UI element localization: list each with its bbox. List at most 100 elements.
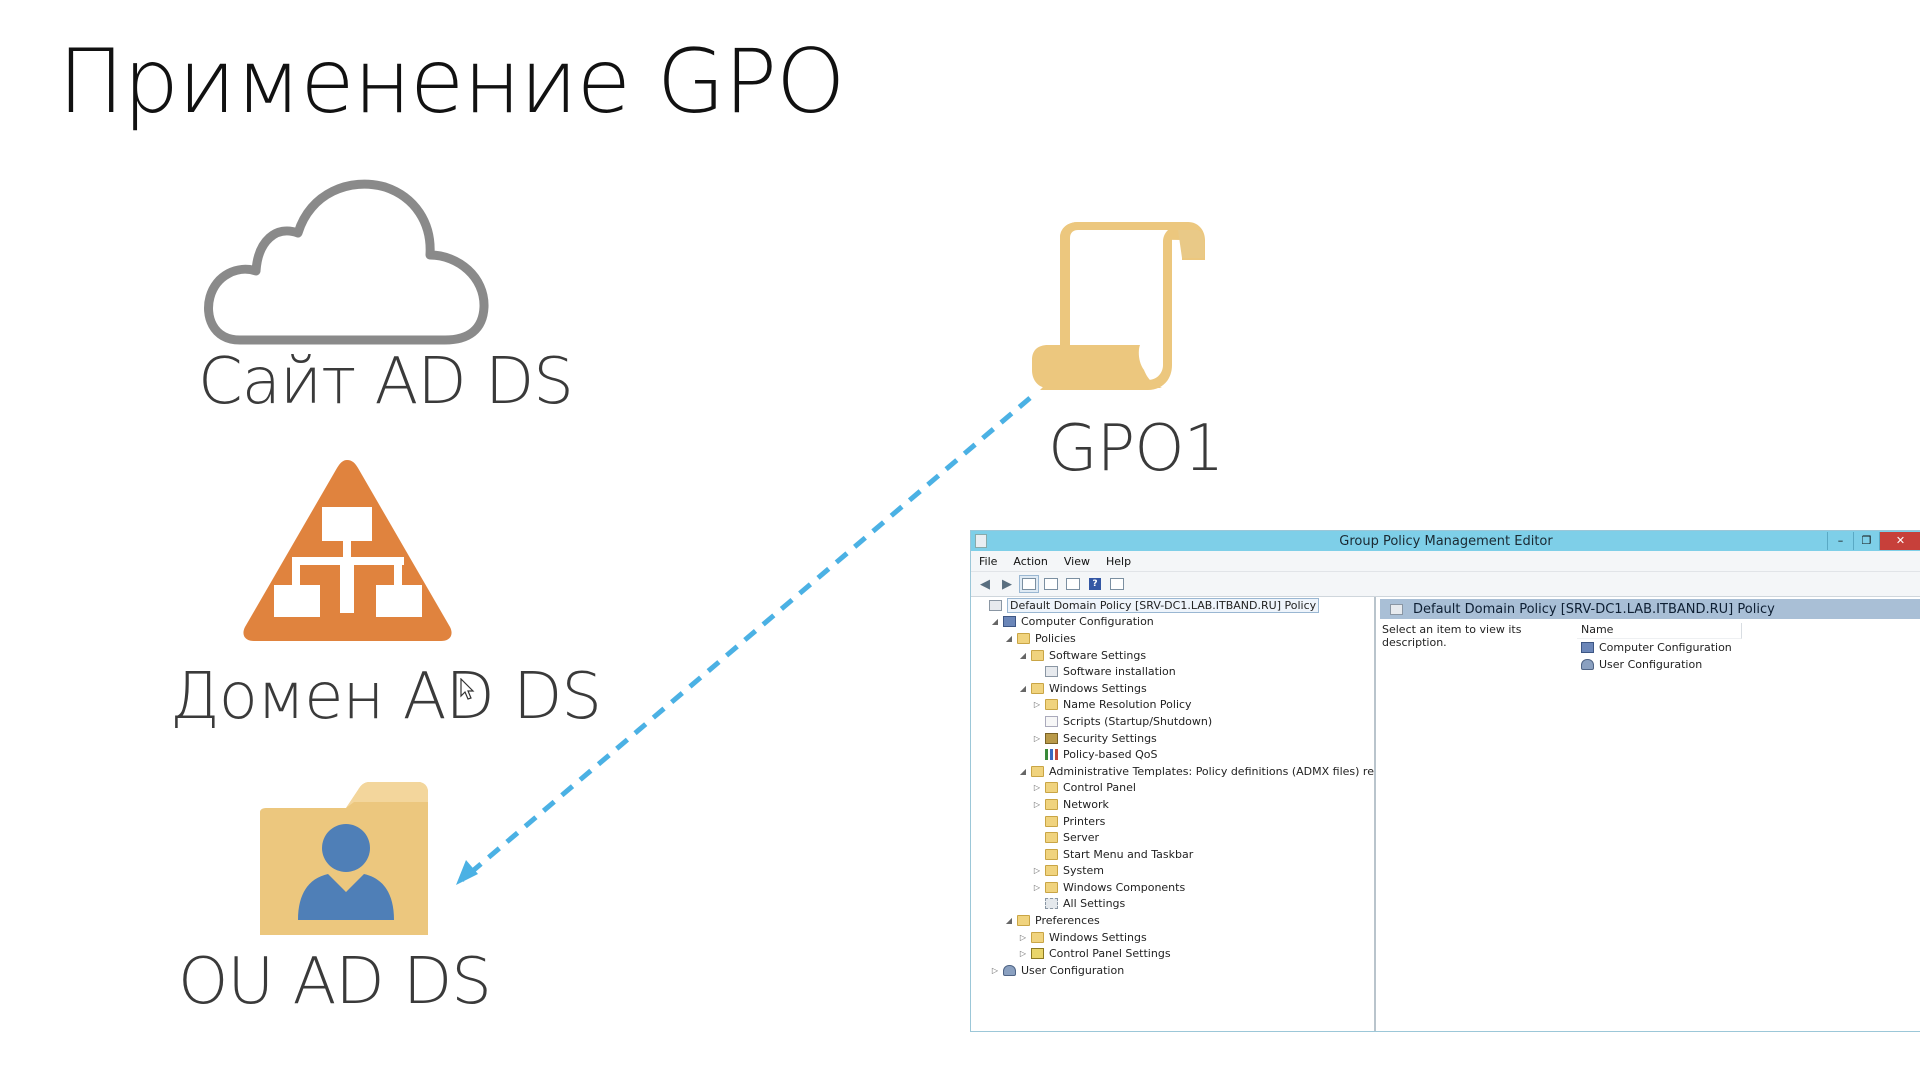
minimize-button[interactable]: – bbox=[1827, 532, 1853, 550]
restore-button[interactable]: ❐ bbox=[1853, 532, 1879, 550]
tree-node-label: Preferences bbox=[1035, 914, 1100, 928]
tree-node[interactable]: ▷ Security Settings bbox=[971, 730, 1374, 747]
tree-node[interactable]: ◢ Policies bbox=[971, 630, 1374, 647]
details-header: Default Domain Policy [SRV-DC1.LAB.ITBAN… bbox=[1380, 599, 1920, 619]
folder-icon bbox=[1045, 832, 1058, 844]
tree-node[interactable]: ◢ Windows Settings bbox=[971, 680, 1374, 697]
tree-node[interactable]: ▷ Control Panel bbox=[971, 780, 1374, 797]
tree-node[interactable]: Default Domain Policy [SRV-DC1.LAB.ITBAN… bbox=[971, 597, 1374, 614]
tree-node[interactable]: Server bbox=[971, 829, 1374, 846]
tree-node-label: Windows Settings bbox=[1049, 681, 1147, 695]
tree-expander-icon[interactable]: ◢ bbox=[1019, 683, 1027, 693]
tree-expander-icon[interactable]: ◢ bbox=[991, 617, 999, 627]
tree-node[interactable]: Scripts (Startup/Shutdown) bbox=[971, 713, 1374, 730]
gpme-window[interactable]: Group Policy Management Editor – ❐ ✕ Fil… bbox=[970, 530, 1920, 1032]
tree-node[interactable]: ▷ Name Resolution Policy bbox=[971, 697, 1374, 714]
shield-icon bbox=[1045, 732, 1058, 744]
tree-expander-icon[interactable]: ▷ bbox=[1019, 949, 1027, 959]
hierarchy-triangle-icon bbox=[243, 460, 452, 641]
properties-icon bbox=[1044, 578, 1058, 590]
tree-expander-icon[interactable]: ▷ bbox=[991, 965, 999, 975]
folder-icon bbox=[1031, 765, 1044, 777]
tree-node[interactable]: ▷Windows Components bbox=[971, 879, 1374, 896]
user-config-icon bbox=[1581, 659, 1594, 670]
tree-expander-icon[interactable]: ▷ bbox=[1033, 733, 1041, 743]
name-column-header[interactable]: Name bbox=[1577, 623, 1742, 639]
list-item-label: Computer Configuration bbox=[1599, 641, 1732, 654]
tree-expander-icon[interactable]: ◢ bbox=[1019, 650, 1027, 660]
list-item[interactable]: Computer Configuration bbox=[1577, 639, 1920, 656]
menu-file[interactable]: File bbox=[979, 554, 998, 568]
tree-node-label: Security Settings bbox=[1063, 731, 1157, 745]
tree-expander-icon[interactable]: ▷ bbox=[1019, 932, 1027, 942]
list-item[interactable]: User Configuration bbox=[1577, 656, 1920, 673]
policy-icon bbox=[989, 599, 1002, 611]
tree-node[interactable]: Printers bbox=[971, 813, 1374, 830]
tree-node-label: Scripts (Startup/Shutdown) bbox=[1063, 714, 1213, 728]
tree-node-label: Computer Configuration bbox=[1021, 615, 1154, 629]
tree-node[interactable]: ◢Software Settings bbox=[971, 647, 1374, 664]
folder-icon bbox=[1045, 865, 1058, 877]
tree-node-label: Default Domain Policy [SRV-DC1.LAB.ITBAN… bbox=[1007, 597, 1320, 613]
cpanel-icon bbox=[1031, 948, 1044, 960]
menu-help[interactable]: Help bbox=[1105, 554, 1132, 568]
tree-node[interactable]: ▷Control Panel Settings bbox=[971, 945, 1374, 962]
tree-expander-icon[interactable]: ▷ bbox=[1033, 783, 1041, 793]
help-button[interactable]: ? bbox=[1085, 575, 1105, 593]
gpo-label: GPO1 bbox=[1048, 412, 1224, 486]
description-text: Select an item to view its description. bbox=[1382, 623, 1522, 649]
tree-node[interactable]: Start Menu and Taskbar bbox=[971, 846, 1374, 863]
folder-icon bbox=[1017, 632, 1030, 644]
tree-node-label: Software installation bbox=[1063, 665, 1176, 679]
forward-button[interactable]: ▶ bbox=[997, 575, 1017, 593]
back-arrow-icon: ◀ bbox=[980, 576, 990, 592]
tree-expander-icon[interactable]: ▷ bbox=[1033, 799, 1041, 809]
tree-expander-icon[interactable]: ◢ bbox=[1005, 633, 1013, 643]
tree-node-label: Control Panel bbox=[1063, 781, 1136, 795]
export-list-button[interactable] bbox=[1063, 575, 1083, 593]
tree-node[interactable]: Policy-based QoS bbox=[971, 746, 1374, 763]
menu-view[interactable]: View bbox=[1063, 554, 1090, 568]
tree-expander-icon[interactable]: ▷ bbox=[1033, 866, 1041, 876]
tree-node[interactable]: ◢ Computer Configuration bbox=[971, 614, 1374, 631]
folder-icon bbox=[1045, 699, 1058, 711]
tree-node-label: Windows Settings bbox=[1049, 930, 1147, 944]
chart-icon bbox=[1045, 749, 1058, 761]
close-button[interactable]: ✕ bbox=[1879, 532, 1920, 550]
tree-node[interactable]: ▷Network bbox=[971, 796, 1374, 813]
menu-action[interactable]: Action bbox=[1013, 554, 1048, 568]
export-icon bbox=[1066, 578, 1080, 590]
tree-expander-icon[interactable]: ▷ bbox=[1033, 700, 1041, 710]
user-icon bbox=[1003, 964, 1016, 976]
console-tree[interactable]: Default Domain Policy [SRV-DC1.LAB.ITBAN… bbox=[971, 597, 1376, 1031]
site-label: Сайт AD DS bbox=[198, 345, 574, 419]
mouse-cursor-icon bbox=[460, 678, 475, 700]
tree-node[interactable]: ▷ User Configuration bbox=[971, 962, 1374, 979]
back-button[interactable]: ◀ bbox=[975, 575, 995, 593]
tree-node-label: User Configuration bbox=[1021, 963, 1125, 977]
policy-icon bbox=[1390, 603, 1403, 615]
properties-button[interactable] bbox=[1041, 575, 1061, 593]
tree-expander-icon[interactable]: ▷ bbox=[1033, 882, 1041, 892]
tree-node-label: Policies bbox=[1035, 631, 1076, 645]
window-titlebar[interactable]: Group Policy Management Editor – ❐ ✕ bbox=[971, 531, 1920, 551]
toolbar: ◀ ▶ ? bbox=[971, 572, 1920, 597]
forward-arrow-icon: ▶ bbox=[1002, 576, 1012, 592]
list-item-label: User Configuration bbox=[1599, 658, 1703, 671]
tree-node[interactable]: Software installation bbox=[971, 663, 1374, 680]
tree-expander-icon[interactable]: ◢ bbox=[1019, 766, 1027, 776]
show-action-pane-button[interactable] bbox=[1107, 575, 1127, 593]
tree-node[interactable]: All Settings bbox=[971, 896, 1374, 913]
tree-node[interactable]: ◢Administrative Templates: Policy defini… bbox=[971, 763, 1374, 780]
tree-node[interactable]: ▷System bbox=[971, 863, 1374, 880]
tree-expander-icon[interactable]: ◢ bbox=[1005, 916, 1013, 926]
tree-node-label: Policy-based QoS bbox=[1063, 748, 1158, 762]
slide-title: Применение GPO bbox=[58, 30, 845, 133]
folder-icon bbox=[1031, 682, 1044, 694]
tree-node[interactable]: ◢ Preferences bbox=[971, 912, 1374, 929]
allset-icon bbox=[1045, 898, 1058, 910]
show-hide-tree-button[interactable] bbox=[1019, 575, 1039, 593]
tree-node[interactable]: ▷ Windows Settings bbox=[971, 929, 1374, 946]
tree-node-label: Name Resolution Policy bbox=[1063, 698, 1192, 712]
